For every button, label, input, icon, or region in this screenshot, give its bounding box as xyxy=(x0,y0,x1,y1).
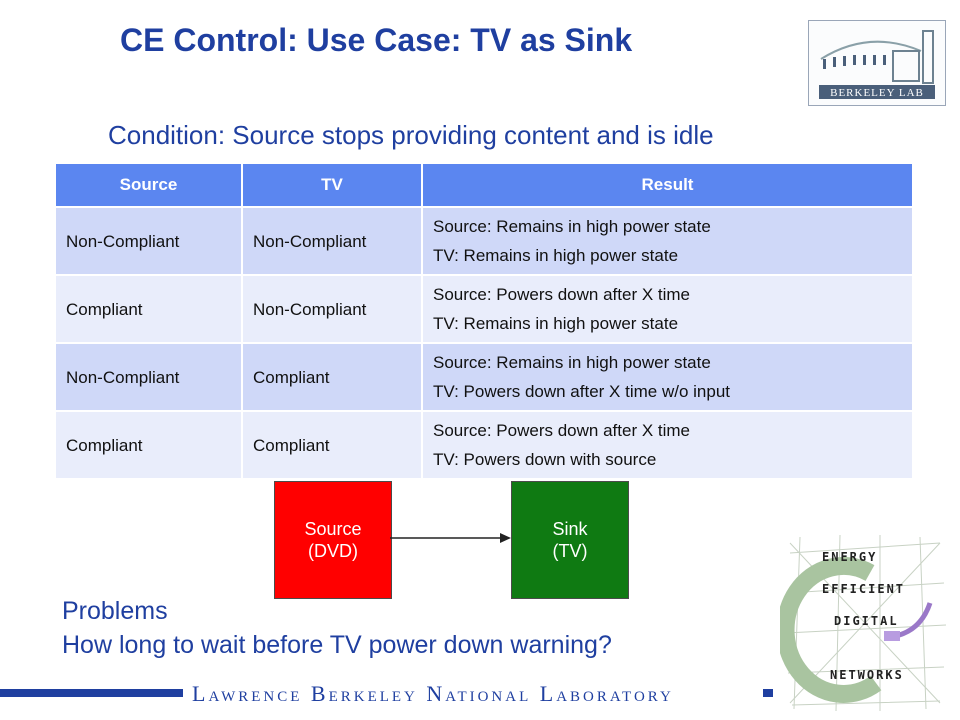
use-case-table: Source TV Result Non-Compliant Non-Compl… xyxy=(56,164,912,478)
cell-source: Non-Compliant xyxy=(56,342,243,411)
eedn-line-3: DIGITAL xyxy=(834,614,899,628)
table-row: Non-Compliant Compliant Source: Remains … xyxy=(56,342,912,411)
header-result: Result xyxy=(422,164,912,207)
cell-result: Source: Remains in high power state TV: … xyxy=(422,206,912,275)
result-line-source: Source: Remains in high power state xyxy=(433,353,711,372)
sink-sublabel: (TV) xyxy=(552,541,588,561)
berkeley-lab-logo: BERKELEY LAB xyxy=(808,20,946,106)
footer-divider-left xyxy=(0,689,183,697)
cell-source: Compliant xyxy=(56,410,243,478)
header-source: Source xyxy=(56,164,243,207)
slide-title: CE Control: Use Case: TV as Sink xyxy=(120,22,633,58)
result-line-tv: TV: Powers down with source xyxy=(433,450,657,469)
cell-result: Source: Powers down after X time TV: Pow… xyxy=(422,410,912,478)
footer-lab-name: Lawrence Berkeley National Laboratory xyxy=(192,681,674,706)
problems-section: Problems How long to wait before TV powe… xyxy=(62,594,612,662)
result-line-tv: TV: Remains in high power state xyxy=(433,314,679,333)
footer-divider-right xyxy=(763,689,773,697)
cell-tv: Non-Compliant xyxy=(242,206,423,275)
cell-tv: Non-Compliant xyxy=(242,274,423,343)
sink-label: Sink xyxy=(552,519,588,539)
table-row: Compliant Compliant Source: Powers down … xyxy=(56,410,912,478)
eedn-line-2: EFFICIENT xyxy=(822,582,905,596)
cell-tv: Compliant xyxy=(242,410,423,478)
sink-tv-box: Sink (TV) xyxy=(511,481,629,599)
result-line-tv: TV: Remains in high power state xyxy=(433,246,679,265)
table-row: Compliant Non-Compliant Source: Powers d… xyxy=(56,274,912,343)
eedn-logo: ENERGY EFFICIENT DIGITAL NETWORKS xyxy=(780,534,947,712)
problems-question: How long to wait before TV power down wa… xyxy=(62,631,612,659)
cell-result: Source: Remains in high power state TV: … xyxy=(422,342,912,411)
header-tv: TV xyxy=(242,164,423,207)
result-line-tv: TV: Powers down after X time w/o input xyxy=(433,382,730,401)
eedn-line-1: ENERGY xyxy=(822,550,877,564)
cell-source: Non-Compliant xyxy=(56,206,243,275)
source-sublabel: (DVD) xyxy=(308,541,358,561)
source-dvd-box: Source (DVD) xyxy=(274,481,392,599)
berkeley-lab-text: BERKELEY LAB xyxy=(830,87,924,99)
result-line-source: Source: Powers down after X time xyxy=(433,285,691,304)
cell-tv: Compliant xyxy=(242,342,423,411)
result-line-source: Source: Remains in high power state xyxy=(433,217,711,236)
flow-arrow-icon xyxy=(390,533,511,543)
cell-result: Source: Powers down after X time TV: Rem… xyxy=(422,274,912,343)
eedn-line-4: NETWORKS xyxy=(830,668,904,682)
condition-subtitle: Condition: Source stops providing conten… xyxy=(108,120,714,150)
problems-heading: Problems xyxy=(62,597,168,625)
table-row: Non-Compliant Non-Compliant Source: Rema… xyxy=(56,206,912,275)
result-line-source: Source: Powers down after X time xyxy=(433,421,691,440)
source-label: Source xyxy=(304,519,362,539)
cell-source: Compliant xyxy=(56,274,243,343)
